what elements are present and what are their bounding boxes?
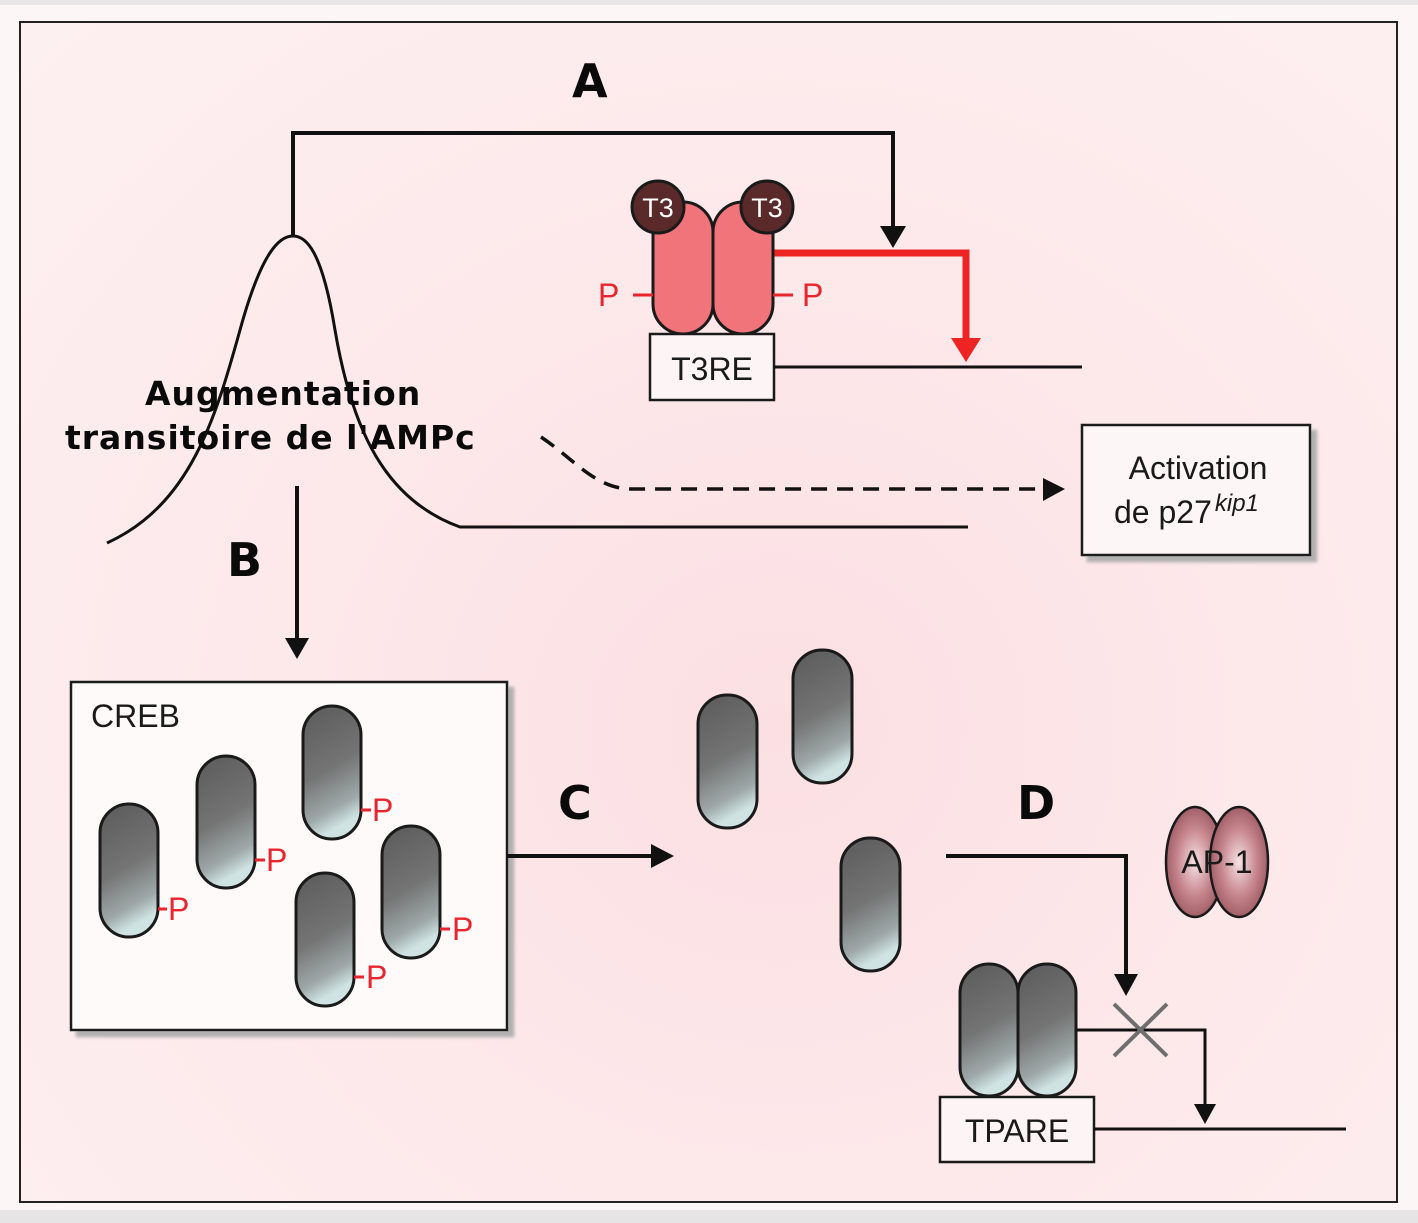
creb-protein	[98, 802, 160, 939]
receptor-left	[958, 962, 1020, 1098]
creb-protein	[791, 648, 854, 785]
p27-label-line1: Activation	[1129, 450, 1268, 486]
camp-transient-curve	[106, 234, 968, 545]
ap1-label: AP-1	[1181, 844, 1252, 880]
creb-phospho-label: P	[366, 959, 387, 995]
thyroid-receptor-dimer: T3 T3 P P	[598, 179, 823, 336]
tpare-label: TPARE	[965, 1113, 1069, 1149]
p27-activation-box	[1080, 423, 1312, 557]
t3-ligand-right	[739, 179, 795, 235]
creb-title: CREB	[91, 698, 180, 734]
arrowhead-icon	[285, 638, 309, 659]
pathway-a-arrow	[291, 131, 906, 248]
ap1-complex: AP-1	[1164, 805, 1270, 919]
t3re-element: T3RE	[648, 332, 776, 402]
arrowhead-icon	[651, 844, 674, 868]
creb-protein	[839, 836, 902, 973]
receptor-right	[1016, 962, 1078, 1098]
camp-label-line1: Augmentation	[145, 374, 421, 413]
page-top-strip	[0, 0, 1418, 5]
camp-label-line2: transitoire de l'AMPc	[65, 418, 476, 457]
transcription-activation-arrow	[770, 249, 981, 362]
arrowhead-icon	[1194, 1104, 1216, 1124]
panel-label-b: B	[227, 533, 262, 587]
page-bottom-strip	[0, 1210, 1418, 1223]
block-cross-icon	[1112, 1002, 1169, 1058]
arrowhead-icon	[880, 226, 906, 248]
p27-label-superscript: kip1	[1215, 490, 1259, 517]
creb-protein	[380, 824, 442, 960]
creb-protein	[301, 704, 363, 841]
creb-phospho-label: P	[168, 891, 189, 927]
tpare-receptor-dimer	[958, 962, 1078, 1098]
arrowhead-icon	[1043, 478, 1065, 501]
creb-phospho-label: P	[266, 842, 287, 878]
phospho-right-label: P	[802, 277, 823, 313]
t3-ligand-right-label: T3	[751, 193, 783, 223]
panel-label-d: D	[1017, 776, 1055, 830]
creb-protein	[696, 693, 759, 830]
pathway-d-arrow	[946, 854, 1138, 996]
pathway-b-arrow	[285, 486, 309, 659]
creb-phospho-label: P	[452, 911, 473, 947]
creb-protein	[195, 754, 257, 890]
arrowhead-icon	[951, 338, 981, 362]
panel-label-c: C	[558, 776, 592, 830]
arrowhead-icon	[1114, 974, 1138, 996]
p27-dashed-arrow	[540, 435, 1065, 501]
pathway-c-arrow	[507, 844, 674, 868]
t3re-label: T3RE	[671, 351, 753, 387]
creb-protein	[294, 871, 356, 1008]
t3-ligand-left-label: T3	[642, 193, 674, 223]
t3-ligand-left	[630, 179, 686, 235]
creb-phospho-label: P	[372, 792, 393, 828]
phospho-left-label: P	[598, 277, 619, 313]
tpare-element: TPARE	[938, 1095, 1096, 1164]
p27-label-main: de p27	[1114, 494, 1212, 530]
blocked-transcription-arrow	[1076, 1028, 1216, 1124]
creb-phosphorylated-group: P P P P P	[98, 704, 473, 1008]
panel-label-a: A	[572, 54, 608, 108]
creb-dephosphorylated-group	[696, 648, 902, 973]
